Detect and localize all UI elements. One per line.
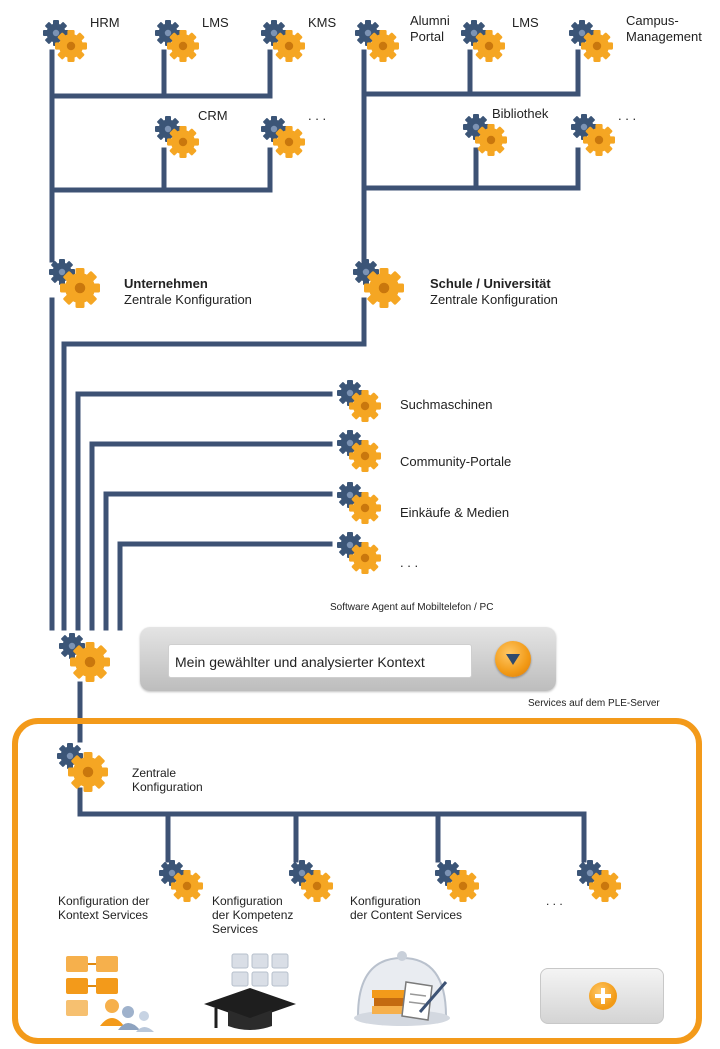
company-title: Unternehmen [124, 276, 208, 291]
context-selector-bar: Mein gewählter und analysierter Kontext [140, 627, 556, 691]
comp-services-label-1: Konfiguration [212, 894, 283, 908]
company-subtitle: Zentrale Konfiguration [124, 292, 252, 307]
external-label-search: Suchmaschinen [400, 397, 493, 412]
ple-caption: Services auf dem PLE-Server [528, 698, 660, 709]
service-label-alumni-1: Alumni [410, 13, 450, 28]
ctx-services-label-2: Kontext Services [58, 908, 149, 922]
external-label-shopping: Einkäufe & Medien [400, 505, 510, 520]
external-label-more: . . . [400, 555, 419, 570]
gear-pair-icon [337, 482, 381, 524]
service-label-hrm: HRM [90, 15, 120, 30]
agent-caption: Software Agent auf Mobiltelefon / PC [330, 602, 494, 613]
ple-central-label-1: Zentrale [132, 766, 177, 780]
gear-pair-icon [49, 259, 100, 308]
add-service-button[interactable] [540, 968, 664, 1024]
comp-services-label-3: Services [212, 922, 259, 936]
ctx-services-label-1: Konfiguration der [58, 894, 150, 908]
content-documents-icon [354, 951, 450, 1026]
service-label-more: . . . [308, 108, 327, 123]
service-label-lms-uni: LMS [512, 15, 539, 30]
ple-server-frame [12, 718, 702, 1044]
ple-central-label-2: Konfiguration [132, 780, 203, 794]
gear-pair-icon [337, 430, 381, 472]
content-services-label-1: Konfiguration [350, 894, 421, 908]
service-label-bibliothek: Bibliothek [492, 106, 549, 121]
gear-pair-icon [337, 532, 381, 574]
service-label-crm: CRM [198, 108, 228, 123]
organization-people-icon [66, 956, 154, 1032]
content-services-label-2: der Content Services [350, 908, 463, 922]
school-title: Schule / Universität [430, 276, 551, 291]
ple-more-label: . . . [546, 894, 563, 908]
gear-pair-icon [59, 633, 110, 682]
external-label-community: Community-Portale [400, 454, 512, 469]
service-label-more-uni: . . . [618, 108, 637, 123]
plus-icon [589, 982, 617, 1010]
service-label-campus-1: Campus- [626, 13, 679, 28]
comp-services-label-2: der Kompetenz [212, 908, 294, 922]
gear-pair-icon [353, 259, 404, 308]
context-field[interactable]: Mein gewählter und analysierter Kontext [168, 644, 472, 678]
gear-pair-icon [337, 380, 381, 422]
service-label-kms: KMS [308, 15, 337, 30]
service-label-campus-2: Management [626, 29, 702, 44]
service-label-lms: LMS [202, 15, 229, 30]
school-subtitle: Zentrale Konfiguration [430, 292, 558, 307]
dropdown-arrow-button[interactable] [495, 641, 531, 677]
graduation-cap-icon [204, 953, 296, 1030]
service-label-alumni-2: Portal [410, 29, 444, 44]
